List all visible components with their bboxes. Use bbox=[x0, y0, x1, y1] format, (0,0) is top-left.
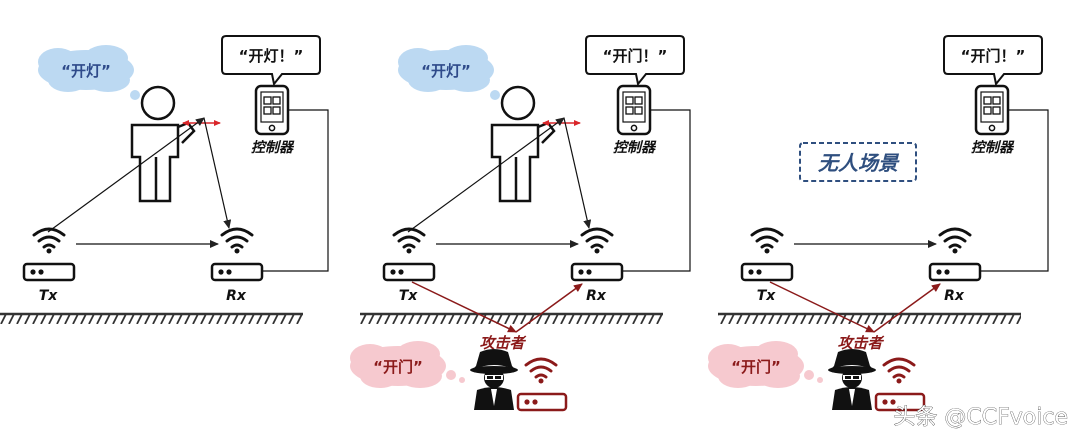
panel-1-normal: “开灯” “开灯！” 控制器 Tx Rx bbox=[0, 35, 329, 324]
attacker-router-icon bbox=[516, 392, 568, 412]
ground-line bbox=[718, 312, 1021, 324]
controller-label: 控制器 bbox=[251, 139, 295, 156]
rx-router-icon bbox=[210, 262, 264, 282]
watermark: 头条 @CCFvoice bbox=[893, 405, 1068, 430]
attack-path-in bbox=[411, 281, 517, 333]
rx-label: Rx bbox=[226, 288, 247, 304]
ground-line bbox=[360, 312, 663, 324]
tx-wifi-icon bbox=[750, 227, 784, 255]
controller-tablet-icon bbox=[616, 84, 652, 136]
signal-path-to-body bbox=[47, 117, 205, 233]
tx-label: Tx bbox=[39, 288, 59, 304]
speech-text: “开灯！” bbox=[239, 47, 304, 65]
attack-path-out bbox=[515, 283, 583, 333]
rx-router-icon bbox=[570, 262, 624, 282]
attacker-thought-cloud: “开门” bbox=[350, 341, 465, 388]
controller-wire bbox=[262, 109, 329, 272]
controller-wire bbox=[980, 109, 1049, 272]
tx-label: Tx bbox=[757, 288, 777, 304]
controller-wire bbox=[622, 109, 691, 272]
tx-router-icon bbox=[382, 262, 436, 282]
speech-bubble: “开门！” bbox=[585, 35, 685, 87]
attacker-label: 攻击者 bbox=[479, 334, 526, 352]
rx-router-icon bbox=[928, 262, 982, 282]
speech-bubble: “开门！” bbox=[943, 35, 1043, 87]
rx-label: Rx bbox=[586, 288, 607, 304]
attacker-label: 攻击者 bbox=[837, 334, 884, 352]
controller-tablet-icon bbox=[974, 84, 1010, 136]
attacker-spy-icon bbox=[470, 349, 518, 410]
scene-label-box: 无人场景 bbox=[799, 142, 917, 182]
thought-cloud: “开灯” bbox=[398, 45, 508, 106]
attacker-thought-text: “开门” bbox=[731, 358, 781, 376]
attack-path-out bbox=[873, 283, 941, 333]
speech-bubble: “开灯！” bbox=[221, 35, 321, 87]
tx-wifi-icon bbox=[32, 227, 66, 255]
panel-2-attack: “开灯” “开门！” 控制器 攻击者 Tx Rx “开门” bbox=[350, 35, 691, 412]
rx-wifi-icon bbox=[220, 227, 254, 255]
speech-text: “开门！” bbox=[603, 47, 668, 65]
person-icon bbox=[130, 85, 196, 203]
thought-text: “开灯” bbox=[421, 62, 471, 80]
controller-tablet-icon bbox=[254, 84, 290, 136]
tx-router-icon bbox=[22, 262, 76, 282]
person-icon bbox=[490, 85, 556, 203]
signal-path-to-body bbox=[407, 117, 565, 233]
attacker-wifi-icon bbox=[882, 357, 916, 385]
attacker-thought-cloud: “开门” bbox=[708, 341, 823, 388]
tx-wifi-icon bbox=[392, 227, 426, 255]
ground-line bbox=[0, 312, 303, 324]
attacker-spy-icon bbox=[828, 349, 876, 410]
speech-text: “开门！” bbox=[961, 47, 1026, 65]
controller-label: 控制器 bbox=[613, 139, 657, 156]
attacker-thought-text: “开门” bbox=[373, 358, 423, 376]
attack-path-in bbox=[769, 281, 875, 333]
rx-wifi-icon bbox=[580, 227, 614, 255]
controller-label: 控制器 bbox=[971, 139, 1015, 156]
panel-3-unattended: “开门！” 控制器 无人场景 攻击者 Tx Rx “开门” bbox=[708, 35, 1049, 412]
thought-cloud: “开灯” bbox=[38, 45, 148, 106]
signal-path-reflected bbox=[563, 117, 592, 229]
scene-label: 无人场景 bbox=[818, 151, 900, 175]
rx-label: Rx bbox=[944, 288, 965, 304]
tx-label: Tx bbox=[399, 288, 419, 304]
signal-path-reflected bbox=[203, 117, 232, 229]
thought-text: “开灯” bbox=[61, 62, 111, 80]
attacker-wifi-icon bbox=[524, 357, 558, 385]
rx-wifi-icon bbox=[938, 227, 972, 255]
tx-router-icon bbox=[740, 262, 794, 282]
